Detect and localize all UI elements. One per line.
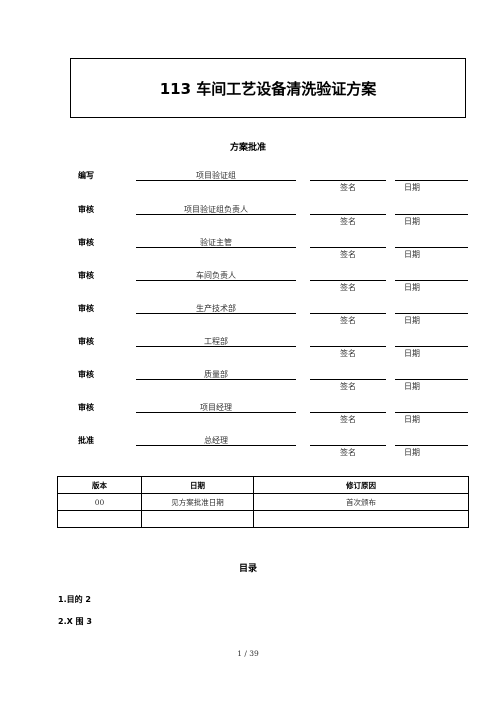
table-row (57, 510, 469, 528)
signature-line (310, 445, 386, 446)
date-line (395, 313, 468, 314)
date-label: 日期 (404, 415, 420, 424)
signature-label: 签名 (340, 448, 356, 457)
signature-line (310, 412, 386, 413)
signature-label: 签名 (340, 250, 356, 259)
table-row: 00 见方案批准日期 首次颁布 (57, 493, 469, 511)
document-title: 113 车间工艺设备清洗验证方案 (159, 79, 377, 98)
approval-role: 审核 (78, 271, 94, 280)
signature-label: 签名 (340, 316, 356, 325)
signature-label: 签名 (340, 349, 356, 358)
table-cell (253, 510, 469, 528)
approval-party: 车间负责人 (196, 271, 236, 280)
toc-item[interactable]: 1.目的 2 (58, 595, 91, 604)
approval-role: 批准 (78, 436, 94, 445)
party-underline (136, 280, 296, 281)
page-indicator: 1 / 39 (237, 649, 259, 658)
party-underline (136, 445, 296, 446)
approval-party: 总经理 (204, 436, 228, 445)
party-underline (136, 412, 296, 413)
approval-party: 项目经理 (200, 403, 232, 412)
signature-line (310, 180, 386, 181)
approval-role: 审核 (78, 205, 94, 214)
toc-item[interactable]: 2.X 围 3 (58, 617, 92, 626)
column-header: 日期 (141, 476, 254, 494)
signature-label: 签名 (340, 382, 356, 391)
table-cell (141, 510, 254, 528)
column-header: 版本 (57, 476, 142, 494)
date-line (395, 412, 468, 413)
party-underline (136, 180, 296, 181)
date-line (395, 379, 468, 380)
approval-role: 审核 (78, 370, 94, 379)
party-underline (136, 247, 296, 248)
table-cell: 00 (57, 493, 142, 511)
table-cell: 见方案批准日期 (141, 493, 254, 511)
date-line (395, 214, 468, 215)
approval-party: 项目验证组 (196, 171, 236, 180)
party-underline (136, 313, 296, 314)
party-underline (136, 214, 296, 215)
signature-line (310, 379, 386, 380)
document-title-box: 113 车间工艺设备清洗验证方案 (70, 58, 466, 118)
approval-party: 项目验证组负责人 (184, 205, 248, 214)
date-line (395, 180, 468, 181)
approval-role: 审核 (78, 403, 94, 412)
approval-role: 审核 (78, 304, 94, 313)
date-label: 日期 (404, 316, 420, 325)
date-line (395, 280, 468, 281)
signature-label: 签名 (340, 217, 356, 226)
party-underline (136, 379, 296, 380)
signature-label: 签名 (340, 183, 356, 192)
signature-line (310, 346, 386, 347)
signature-label: 签名 (340, 415, 356, 424)
table-cell (57, 510, 142, 528)
table-cell: 首次颁布 (253, 493, 469, 511)
approval-party: 生产技术部 (196, 304, 236, 313)
date-label: 日期 (404, 183, 420, 192)
approval-party: 工程部 (204, 337, 228, 346)
signature-line (310, 214, 386, 215)
signature-line (310, 247, 386, 248)
date-line (395, 346, 468, 347)
approval-party: 验证主管 (200, 238, 232, 247)
date-label: 日期 (404, 283, 420, 292)
approval-role: 编写 (78, 171, 94, 180)
signature-line (310, 313, 386, 314)
date-label: 日期 (404, 448, 420, 457)
toc-heading: 目录 (238, 564, 257, 574)
approval-role: 审核 (78, 238, 94, 247)
date-label: 日期 (404, 250, 420, 259)
date-line (395, 445, 468, 446)
revision-table: 版本 日期 修订原因 00 见方案批准日期 首次颁布 (57, 476, 469, 528)
signature-label: 签名 (340, 283, 356, 292)
signature-line (310, 280, 386, 281)
party-underline (136, 346, 296, 347)
date-label: 日期 (404, 382, 420, 391)
date-line (395, 247, 468, 248)
approval-role: 审核 (78, 337, 94, 346)
table-header-row: 版本 日期 修订原因 (57, 476, 469, 494)
approval-heading: 方案批准 (229, 143, 266, 153)
column-header: 修订原因 (253, 476, 469, 494)
date-label: 日期 (404, 217, 420, 226)
approval-party: 质量部 (204, 370, 228, 379)
date-label: 日期 (404, 349, 420, 358)
